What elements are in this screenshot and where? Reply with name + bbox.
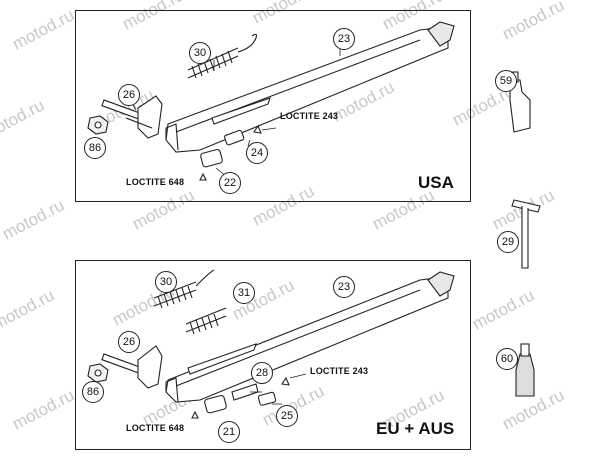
loctite-label-648-top: LOCTITE 648 [126, 177, 185, 187]
callout-side-item: 60 [496, 348, 518, 370]
nut-86-bottom [87, 363, 109, 383]
panel-eu-aus [75, 260, 471, 450]
callout-part: 25 [276, 405, 298, 427]
spring-30-bottom [153, 269, 215, 309]
callout-part: 30 [155, 271, 177, 293]
callout-part: 21 [218, 421, 240, 443]
callout-part: 86 [84, 137, 106, 159]
loctite-label-648-bottom: LOCTITE 648 [126, 423, 185, 433]
region-label-bottom: EU + AUS [376, 419, 455, 438]
side-stand-leg-bottom [165, 271, 455, 403]
callout-part: 28 [251, 362, 273, 384]
loctite-label-243-top: LOCTITE 243 [280, 111, 339, 121]
bolt-21-bottom [191, 394, 227, 419]
callout-part: 26 [118, 84, 140, 106]
nut-86-top [87, 115, 109, 135]
callout-part: 86 [82, 381, 104, 403]
callout-part: 24 [246, 142, 268, 164]
callout-side-item: 59 [495, 70, 517, 92]
screw-24-top [224, 124, 262, 146]
callout-part: 22 [219, 172, 241, 194]
pivot-bolt-26-bottom [101, 345, 163, 389]
callout-side-item: 29 [497, 231, 519, 253]
bolt-22-top [199, 148, 223, 181]
screw-25-bottom [257, 376, 290, 406]
panel-usa [75, 10, 471, 202]
spring-31-bottom [185, 307, 227, 335]
callout-part: 23 [333, 28, 355, 50]
callout-part: 23 [333, 276, 355, 298]
region-label-top: USA [418, 173, 454, 192]
t-handle-tool-29 [511, 199, 541, 269]
side-stand-leg-top [165, 21, 455, 153]
spring-30-top [187, 33, 258, 79]
callout-part: 26 [118, 331, 140, 353]
loctite-bottle-60 [515, 343, 535, 397]
loctite-label-243-bottom: LOCTITE 243 [310, 366, 369, 376]
callout-part: 30 [189, 42, 211, 64]
pivot-bolt-26-top [101, 95, 163, 139]
callout-part: 31 [233, 282, 255, 304]
